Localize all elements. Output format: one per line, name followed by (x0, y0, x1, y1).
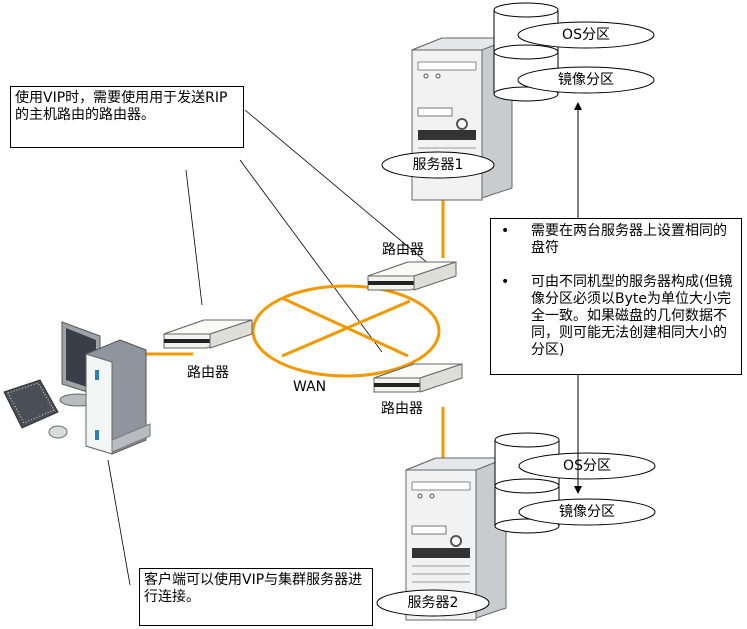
client-note-text: 客户端可以使用VIP与集群服务器进行连接。 (144, 572, 363, 605)
wan-label: WAN (293, 379, 327, 395)
client-note-callout: 客户端可以使用VIP与集群服务器进行连接。 (139, 568, 373, 626)
leader-line (244, 109, 431, 266)
client-pc (3, 321, 151, 455)
router-device (367, 261, 457, 291)
router-device (163, 319, 253, 349)
router-note-callout: 使用VIP时，需要使用用于发送RIP的主机路由的路由器。 (10, 86, 244, 148)
server1-mirror-partition-label: 镜像分区 (558, 72, 614, 88)
server2-mirror-partition-label: 镜像分区 (559, 504, 615, 520)
partition-ellipse (518, 452, 656, 480)
router-label-bottom-right: 路由器 (381, 401, 423, 417)
partition-ellipse (518, 498, 656, 526)
router-device (373, 363, 463, 393)
network-links (145, 200, 445, 458)
partition-ellipse (517, 66, 655, 94)
server-name-ellipse (376, 589, 490, 617)
partition-ellipse (517, 21, 655, 49)
router-label-left: 路由器 (187, 365, 229, 381)
server-name-ellipse (381, 151, 495, 179)
bullet-icon: • (501, 223, 510, 239)
router-note-text: 使用VIP时，需要使用用于发送RIP的主机路由的路由器。 (15, 90, 228, 123)
requirement-item: • 可由不同机型的服务器构成(但镜像分区必须以Byte为单位大小完全一致。如果磁… (495, 274, 733, 359)
server1-label: 服务器1 (412, 157, 464, 173)
leader-line (239, 159, 383, 353)
leader-line (185, 169, 203, 306)
wan-cloud (251, 284, 441, 378)
bullet-icon: • (501, 274, 510, 290)
server-requirements-callout: • 需要在两台服务器上设置相同的盘符 • 可由不同机型的服务器构成(但镜像分区必… (490, 218, 742, 375)
server1-os-partition-label: OS分区 (562, 27, 610, 43)
leader-line (107, 459, 131, 586)
requirement-text: 可由不同机型的服务器构成(但镜像分区必须以Byte为单位大小完全一致。如果磁盘的… (531, 274, 733, 358)
requirement-text: 需要在两台服务器上设置相同的盘符 (531, 223, 727, 256)
requirement-item: • 需要在两台服务器上设置相同的盘符 (495, 223, 733, 257)
server2-os-partition-label: OS分区 (563, 458, 611, 474)
router-label-top-right: 路由器 (382, 242, 424, 258)
server2-label: 服务器2 (407, 595, 459, 611)
